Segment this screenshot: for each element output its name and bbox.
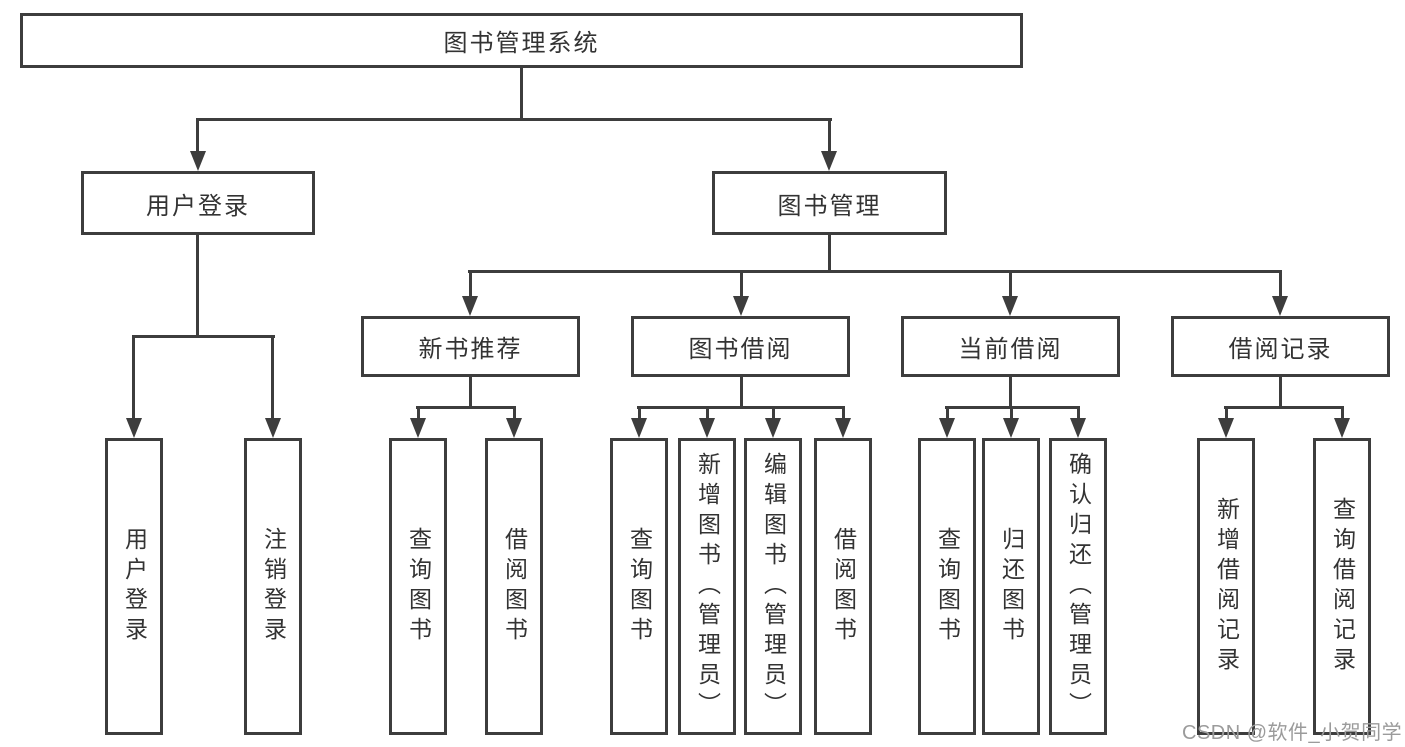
edge-to-book-borrow bbox=[740, 270, 743, 298]
arrow-to-recommend-borrow bbox=[506, 418, 522, 438]
leaf-logout: 注销登录 bbox=[244, 438, 302, 735]
arrow-to-current-borrow bbox=[1002, 296, 1018, 316]
arrow-to-book-management bbox=[821, 151, 837, 171]
edge-to-bookborrow-query bbox=[638, 406, 641, 420]
leaf-user-login-label: 用户登录 bbox=[121, 526, 148, 647]
edge-to-currentborrow-return bbox=[1010, 406, 1013, 420]
leaf-recommend-borrow-books: 借阅图书 bbox=[485, 438, 543, 735]
edge-to-records-query bbox=[1341, 406, 1344, 420]
leaf-recommend-query-books-label: 查询图书 bbox=[405, 526, 432, 647]
arrow-to-bookborrow-borrow bbox=[835, 418, 851, 438]
node-borrow-records: 借阅记录 bbox=[1171, 316, 1390, 377]
arrow-to-book-borrow bbox=[733, 296, 749, 316]
edge-book-management-crossbar bbox=[468, 270, 1282, 273]
edge-to-new-book-recommend bbox=[469, 270, 472, 298]
edge-to-current-borrow bbox=[1009, 270, 1012, 298]
arrow-to-bookborrow-edit bbox=[765, 418, 781, 438]
arrow-to-records-query bbox=[1334, 418, 1350, 438]
edge-currentborrow-stem bbox=[1009, 376, 1012, 409]
node-current-borrow: 当前借阅 bbox=[901, 316, 1120, 377]
edge-to-bookborrow-edit bbox=[772, 406, 775, 420]
leaf-currentborrow-query-books-label: 查询图书 bbox=[934, 526, 961, 647]
leaf-bookborrow-edit-books-admin: 编辑图书（管理员） bbox=[744, 438, 802, 735]
arrow-to-bookborrow-query bbox=[631, 418, 647, 438]
edge-to-recommend-query bbox=[417, 406, 420, 420]
arrow-to-currentborrow-return bbox=[1003, 418, 1019, 438]
edge-to-user-login bbox=[196, 118, 199, 152]
node-current-borrow-label: 当前借阅 bbox=[958, 336, 1063, 363]
node-user-login: 用户登录 bbox=[81, 171, 315, 235]
arrow-to-currentborrow-query bbox=[939, 418, 955, 438]
csdn-watermark: CSDN @软件_小贺同学 bbox=[1182, 722, 1403, 744]
leaf-currentborrow-confirm-return-admin-label: 确认归还（管理员） bbox=[1065, 451, 1092, 722]
edge-recommend-crossbar bbox=[416, 406, 516, 409]
node-book-management-label: 图书管理 bbox=[777, 192, 882, 220]
leaf-bookborrow-borrow-books-label: 借阅图书 bbox=[830, 526, 857, 647]
edge-bookborrow-stem bbox=[740, 376, 743, 409]
node-book-borrow: 图书借阅 bbox=[631, 316, 850, 377]
edge-to-recommend-borrow bbox=[513, 406, 516, 420]
leaf-bookborrow-edit-books-admin-label: 编辑图书（管理员） bbox=[760, 451, 787, 722]
arrow-to-user-login bbox=[190, 151, 206, 171]
edge-to-leaf-user-login bbox=[132, 335, 135, 420]
leaf-currentborrow-return-books: 归还图书 bbox=[982, 438, 1040, 735]
edge-to-book-management bbox=[828, 118, 831, 152]
arrow-to-leaf-logout bbox=[265, 418, 281, 438]
arrow-to-new-book-recommend bbox=[462, 296, 478, 316]
edge-to-records-add bbox=[1225, 406, 1228, 420]
leaf-records-query-record: 查询借阅记录 bbox=[1313, 438, 1371, 735]
node-new-book-recommend: 新书推荐 bbox=[361, 316, 580, 377]
edge-records-stem bbox=[1279, 376, 1282, 409]
edge-book-management-stem bbox=[828, 235, 831, 273]
leaf-user-login: 用户登录 bbox=[105, 438, 163, 735]
leaf-currentborrow-query-books: 查询图书 bbox=[918, 438, 976, 735]
leaf-records-add-record: 新增借阅记录 bbox=[1197, 438, 1255, 735]
node-book-borrow-label: 图书借阅 bbox=[688, 336, 793, 363]
arrow-to-borrow-records bbox=[1272, 296, 1288, 316]
edge-root-crossbar bbox=[196, 118, 832, 121]
node-user-login-label: 用户登录 bbox=[146, 192, 250, 220]
arrow-to-bookborrow-add bbox=[699, 418, 715, 438]
leaf-records-add-record-label: 新增借阅记录 bbox=[1213, 496, 1240, 677]
node-new-book-recommend-label: 新书推荐 bbox=[418, 336, 523, 363]
edge-records-crossbar bbox=[1224, 406, 1344, 409]
edge-to-borrow-records bbox=[1279, 270, 1282, 298]
leaf-bookborrow-query-books-label: 查询图书 bbox=[626, 526, 653, 647]
node-borrow-records-label: 借阅记录 bbox=[1228, 336, 1333, 363]
arrow-to-records-add bbox=[1218, 418, 1234, 438]
leaf-bookborrow-query-books: 查询图书 bbox=[610, 438, 668, 735]
arrow-to-leaf-user-login bbox=[126, 418, 142, 438]
arrow-to-currentborrow-confirm bbox=[1070, 418, 1086, 438]
edge-bookborrow-crossbar bbox=[637, 406, 845, 409]
arrow-to-recommend-query bbox=[410, 418, 426, 438]
edge-to-currentborrow-confirm bbox=[1077, 406, 1080, 420]
leaf-currentborrow-confirm-return-admin: 确认归还（管理员） bbox=[1049, 438, 1107, 735]
node-root: 图书管理系统 bbox=[20, 13, 1023, 68]
leaf-currentborrow-return-books-label: 归还图书 bbox=[998, 526, 1025, 647]
edge-to-leaf-logout bbox=[271, 335, 274, 420]
edge-to-bookborrow-borrow bbox=[842, 406, 845, 420]
edge-root-stem bbox=[520, 66, 523, 121]
edge-to-currentborrow-query bbox=[946, 406, 949, 420]
leaf-recommend-query-books: 查询图书 bbox=[389, 438, 447, 735]
leaf-bookborrow-borrow-books: 借阅图书 bbox=[814, 438, 872, 735]
edge-recommend-stem bbox=[469, 376, 472, 409]
leaf-bookborrow-add-books-admin-label: 新增图书（管理员） bbox=[694, 451, 721, 722]
leaf-logout-label: 注销登录 bbox=[260, 526, 287, 647]
leaf-recommend-borrow-books-label: 借阅图书 bbox=[501, 526, 528, 647]
leaf-bookborrow-add-books-admin: 新增图书（管理员） bbox=[678, 438, 736, 735]
leaf-records-query-record-label: 查询借阅记录 bbox=[1329, 496, 1356, 677]
edge-user-login-crossbar bbox=[132, 335, 275, 338]
node-book-management: 图书管理 bbox=[712, 171, 947, 235]
node-root-label: 图书管理系统 bbox=[443, 30, 600, 57]
edge-user-login-stem bbox=[196, 235, 199, 338]
edge-to-bookborrow-add bbox=[706, 406, 709, 420]
